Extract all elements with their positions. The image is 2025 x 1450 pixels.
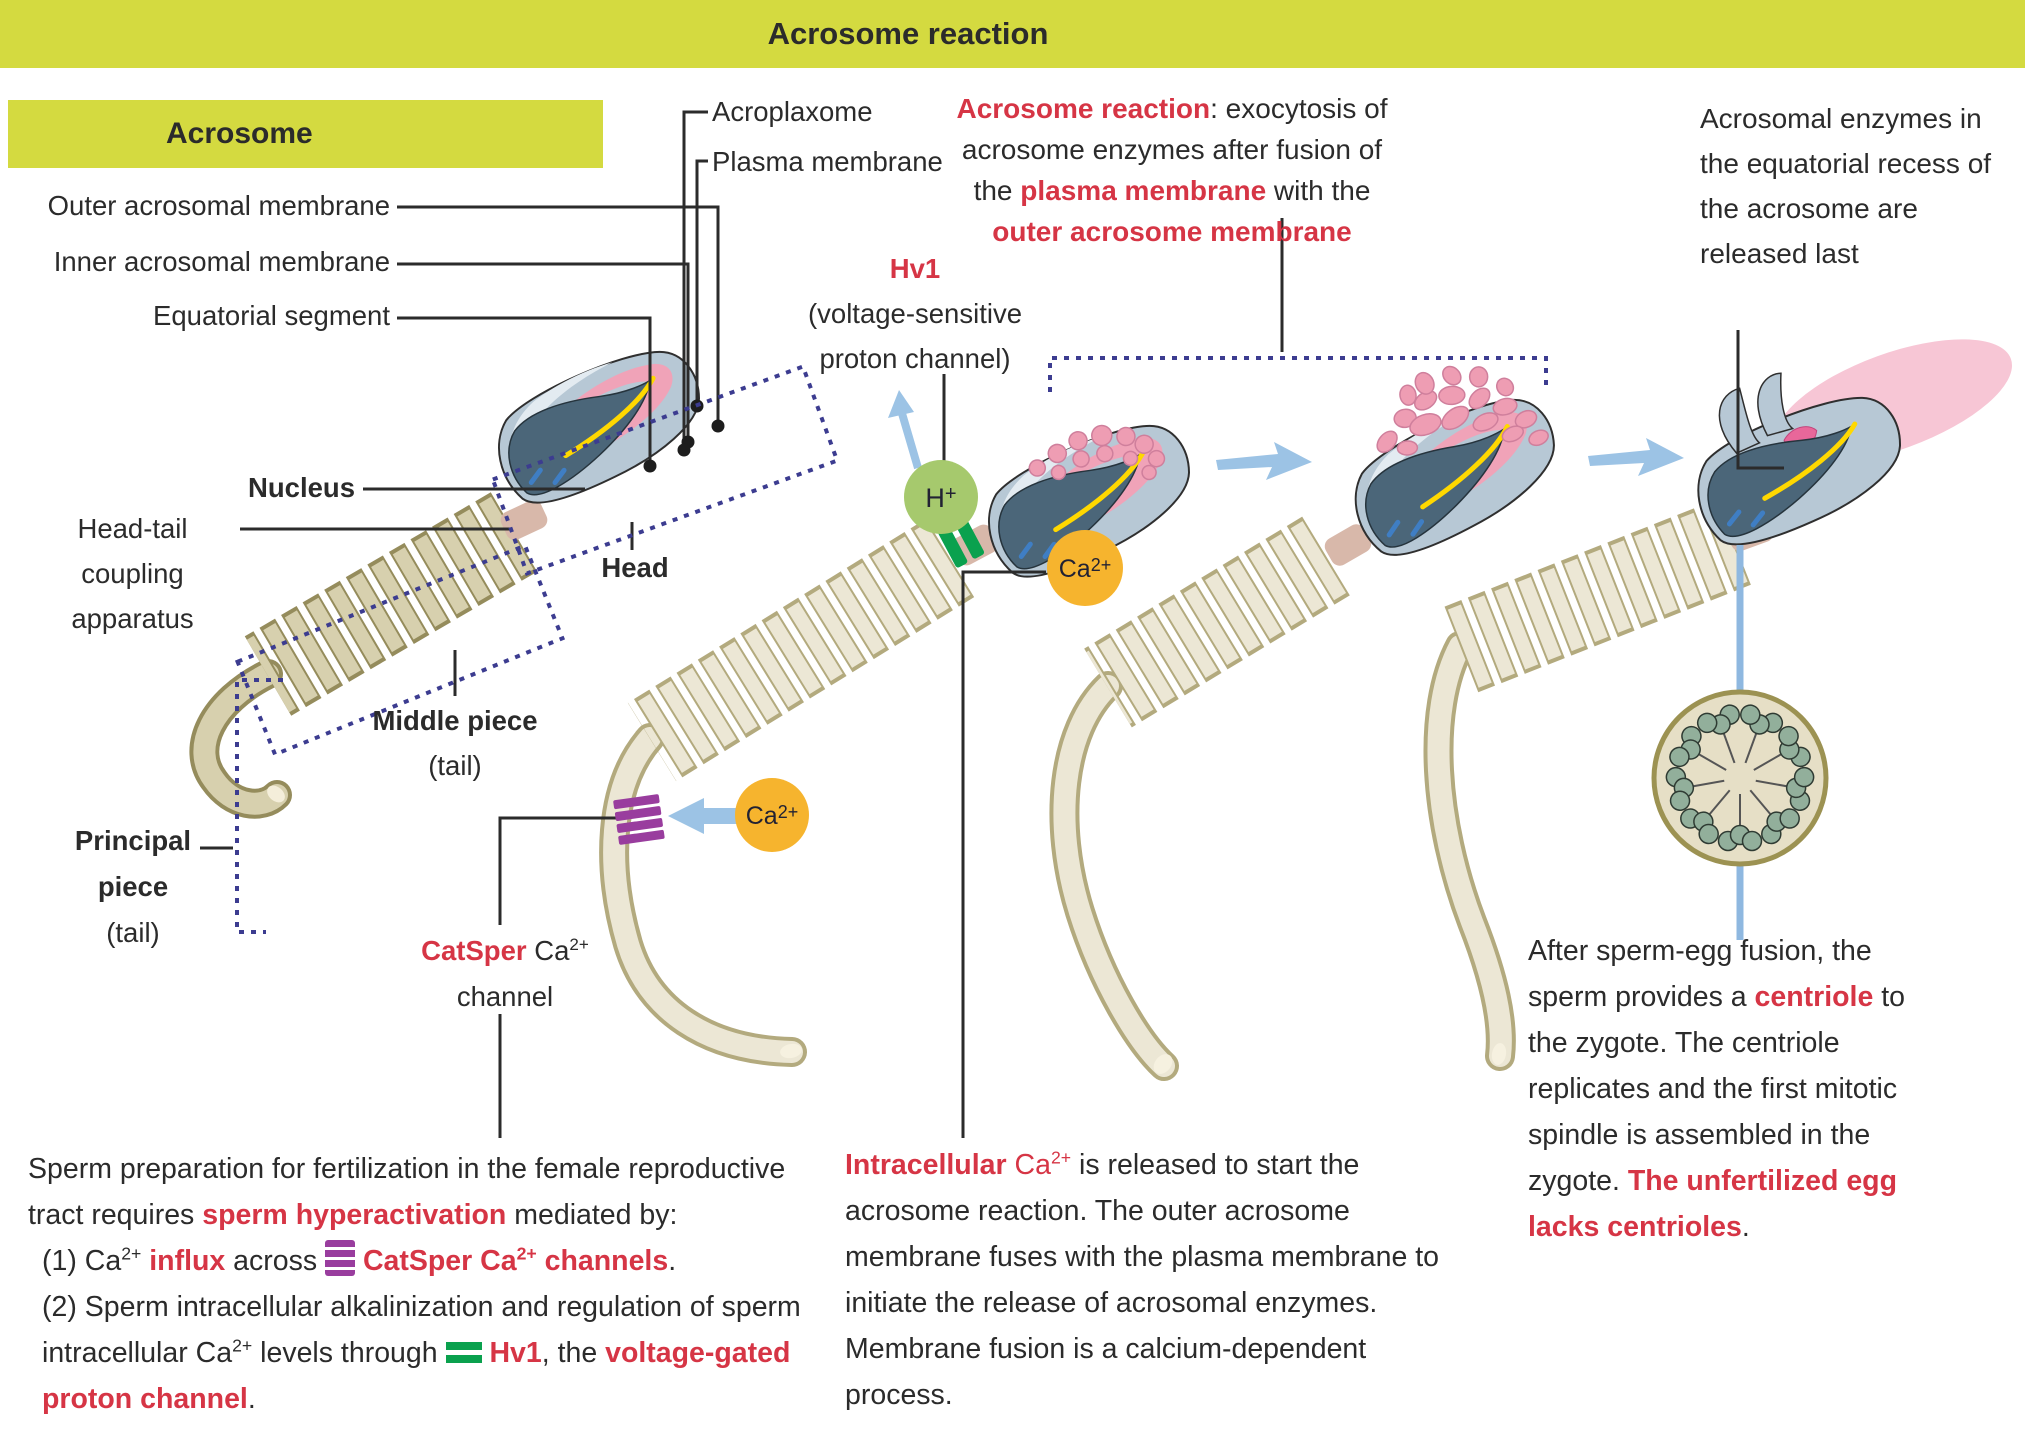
acrosome-reaction-bracket	[1048, 356, 1548, 392]
arrow-step-1-icon	[1216, 442, 1312, 480]
catsper-channel-icon	[325, 1240, 356, 1276]
sperm-4-tail	[1423, 499, 1751, 1071]
dashed-brackets	[234, 356, 1548, 934]
label-head-tail-coupling: Head-tail coupling apparatus	[71, 513, 194, 634]
principal-piece-bracket	[235, 678, 283, 934]
acrosome-header-label: Acrosome	[166, 117, 313, 150]
label-acroplaxome: Acroplaxome	[712, 96, 873, 127]
label-principal-piece: Principal piece (tail)	[74, 825, 192, 948]
ca-ion-tail	[735, 778, 809, 852]
note-acrosome-reaction: Acrosome reaction: exocytosis of acrosom…	[956, 93, 1388, 247]
middle-piece-bracket	[234, 542, 566, 758]
label-middle-piece: Middle piece (tail)	[372, 705, 538, 781]
callout-dots	[643, 399, 725, 473]
h-plus-arrow-icon	[888, 390, 914, 418]
ca-ion-head	[1047, 530, 1123, 606]
ca-influx-arrow-icon	[668, 798, 742, 834]
catsper-channel	[613, 778, 809, 852]
label-hv1: Hv1 (voltage-sensitive proton channel)	[808, 253, 1022, 374]
label-head: Head	[601, 552, 669, 583]
acrosome-header-box: Acrosome	[8, 100, 603, 168]
sperm-1-tail	[189, 492, 538, 819]
title-banner	[0, 0, 2025, 68]
paragraph-centriole: After sperm-egg fusion, the sperm provid…	[1528, 935, 1905, 1243]
paragraph-sperm-preparation: Sperm preparation for fertilization in t…	[28, 1146, 838, 1422]
centriole	[1651, 545, 1829, 940]
label-outer-acrosomal-membrane: Outer acrosomal membrane	[47, 190, 390, 221]
sperm-3-neck	[1324, 524, 1372, 566]
label-catsper-channel: CatSper Ca2+ channel	[421, 934, 589, 1012]
hv1-channel-icon	[445, 1342, 482, 1364]
label-nucleus: Nucleus	[248, 472, 355, 503]
list-item-1: (1) Ca2+ influx across CatSper Ca2+ chan…	[28, 1238, 838, 1284]
list-item-2: (2) Sperm intracellular alkalinization a…	[42, 1291, 801, 1415]
sperm-3-tail	[1049, 516, 1350, 1081]
callout-lines	[200, 110, 1784, 1138]
note-acrosomal-enzymes: Acrosomal enzymes in the equatorial rece…	[1700, 103, 1992, 269]
paragraph-intracellular-ca: Intracellular Ca2+ is released to start …	[845, 1147, 1440, 1411]
label-equatorial-segment: Equatorial segment	[153, 300, 390, 331]
figure-title: Acrosome reaction	[767, 16, 1049, 51]
sperm-4-head	[1680, 339, 2012, 559]
label-inner-acrosomal-membrane: Inner acrosomal membrane	[53, 246, 390, 277]
reaction-arrows	[1216, 438, 1684, 480]
sperm-2-tail	[599, 518, 975, 1067]
arrow-step-2-icon	[1588, 438, 1684, 476]
h-plus-ion	[888, 390, 978, 534]
label-plasma-membrane: Plasma membrane	[712, 146, 943, 177]
hv1-channel	[938, 517, 985, 568]
